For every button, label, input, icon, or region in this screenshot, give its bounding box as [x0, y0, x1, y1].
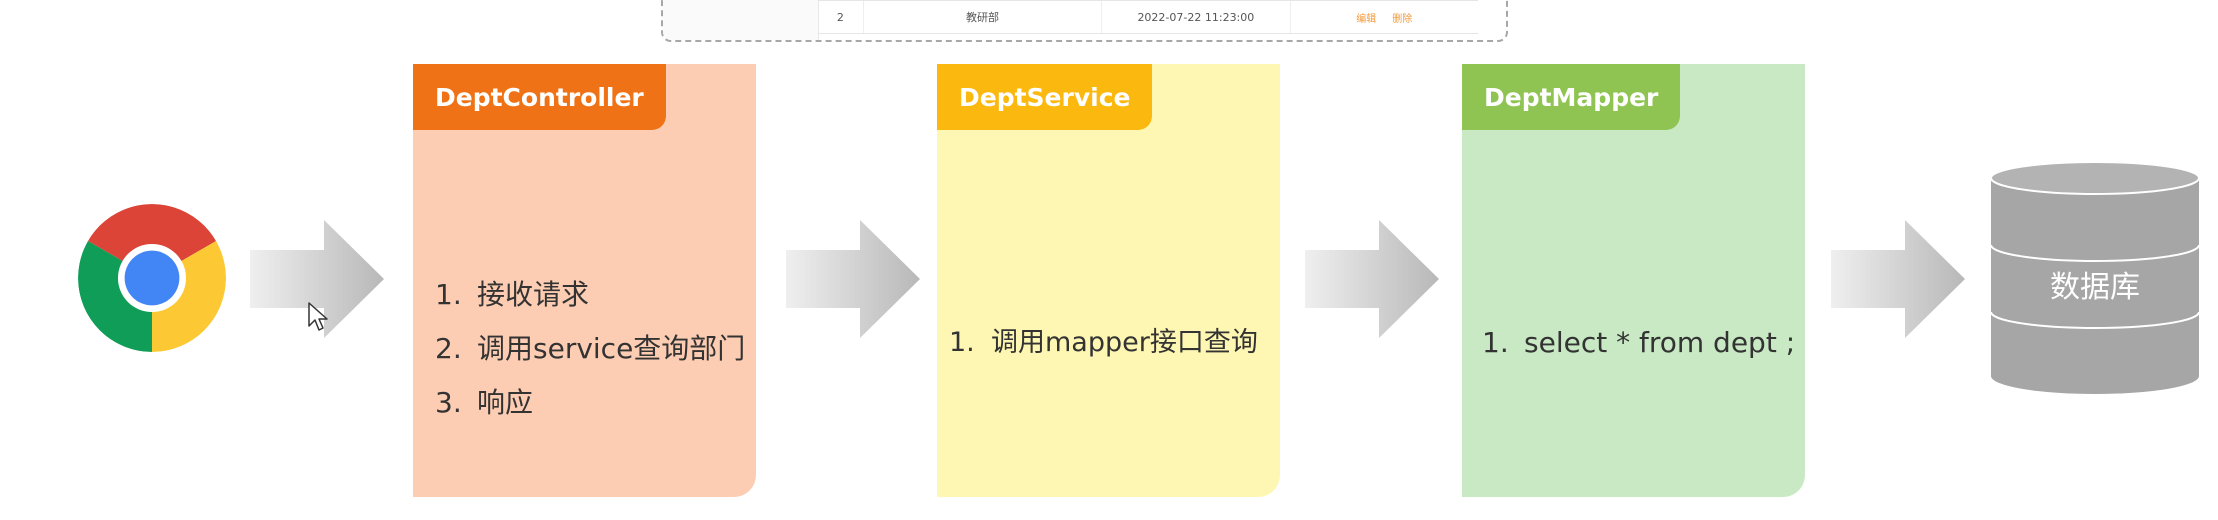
- dept-mapper-panel: DeptMapper 1. select * from dept ;: [1462, 64, 1805, 497]
- right-arrow-icon: [1305, 220, 1439, 338]
- service-steps: 1. 调用mapper接口查询: [937, 329, 1280, 356]
- delete-link[interactable]: 删除: [1392, 13, 1413, 25]
- list-item: 3. 响应: [435, 386, 534, 419]
- dept-service-panel: DeptService 1. 调用mapper接口查询: [937, 64, 1280, 497]
- update-time-cell: 2022-07-22 11:23:00: [1101, 1, 1289, 33]
- dept-controller-title: DeptController: [413, 64, 666, 130]
- table-left-pane: [663, 0, 819, 40]
- mapper-steps: 1. select * from dept ;: [1462, 329, 1805, 357]
- list-item: 1. select * from dept ;: [1482, 326, 1796, 359]
- row-number: 2: [836, 10, 844, 24]
- dept-name-cell: 教研部: [862, 1, 1101, 33]
- list-item: 1. 调用mapper接口查询: [949, 327, 1258, 358]
- list-item: 1. 接收请求: [435, 278, 590, 311]
- dept-controller-panel: DeptController 1. 接收请求 2. 调用service查询部门 …: [413, 64, 756, 497]
- chrome-icon: [78, 204, 226, 352]
- list-item: 2. 调用service查询部门: [435, 332, 746, 365]
- controller-steps: 1. 接收请求 2. 调用service查询部门 3. 响应: [413, 281, 756, 443]
- mouse-cursor-icon: [308, 302, 328, 331]
- right-arrow-icon: [1831, 220, 1965, 338]
- table-row: 2 教研部 2022-07-22 11:23:00 编辑 删除: [818, 0, 1478, 34]
- database-cylinder-icon: [1990, 161, 2200, 394]
- operation-cell: 编辑 删除: [1289, 1, 1478, 33]
- right-arrow-icon: [786, 220, 920, 338]
- table-snippet: 2 教研部 2022-07-22 11:23:00 编辑 删除: [661, 0, 1508, 42]
- dept-service-title: DeptService: [937, 64, 1153, 130]
- right-arrow-icon: [250, 220, 384, 338]
- database-label: 数据库: [2050, 270, 2140, 305]
- dept-mapper-title: DeptMapper: [1462, 64, 1681, 130]
- edit-link[interactable]: 编辑: [1356, 13, 1377, 25]
